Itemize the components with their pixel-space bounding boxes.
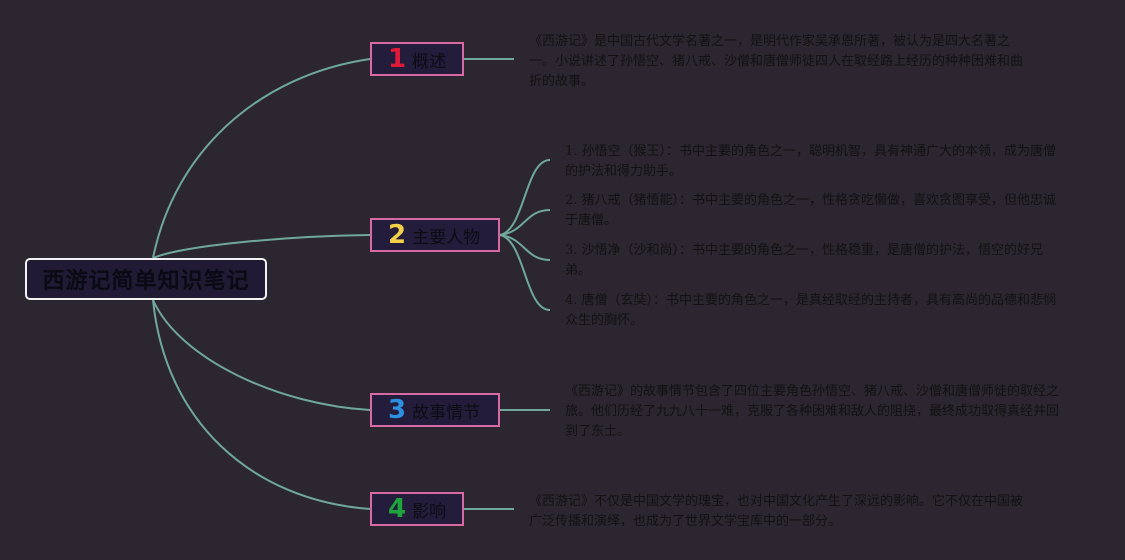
topic-label: 故事情节 — [412, 402, 481, 423]
note-overview[interactable]: 《西游记》是中国古代文学名著之一，是明代作家吴承恩所著，被认为是四大名著之一。小… — [529, 34, 1024, 89]
topic-node-plot[interactable]: 3 故事情节 — [370, 393, 500, 427]
note-plot[interactable]: 《西游记》的故事情节包含了四位主要角色孙悟空、猪八戒、沙僧和唐僧师徒的取经之旅。… — [565, 384, 1060, 439]
topic-node-overview[interactable]: 1 概述 — [370, 42, 464, 76]
note-character-tang-seng[interactable]: 4. 唐僧（玄奘）：书中主要的角色之一，是真经取经的主持者，具有高尚的品德和悲悯… — [565, 293, 1057, 328]
connector-root-topic1 — [152, 58, 371, 259]
topic-number-badge: 4 — [388, 494, 407, 524]
root-node[interactable]: 西游记简单知识笔记 — [25, 258, 267, 300]
topic-label: 影响 — [412, 501, 447, 522]
note-character-zhu-bajie[interactable]: 2. 猪八戒（猪悟能）：书中主要的角色之一，性格贪吃懒做，喜欢贪图享受，但他忠诚… — [565, 193, 1057, 228]
connector-root-topic4 — [152, 299, 371, 510]
connector-topic2-char4 — [499, 234, 551, 311]
topic-node-characters[interactable]: 2 主要人物 — [370, 218, 500, 252]
note-influence[interactable]: 《西游记》不仅是中国文学的瑰宝，也对中国文化产生了深远的影响。它不仅在中国被广泛… — [529, 494, 1024, 529]
topic-label: 主要人物 — [412, 227, 481, 248]
connector-topic2-char3 — [499, 234, 551, 261]
connector-topic2-char1 — [499, 159, 551, 236]
topic-number-badge: 3 — [388, 395, 407, 425]
connector-root-topic3 — [152, 299, 371, 411]
root-node-label: 西游记简单知识笔记 — [42, 269, 250, 294]
topic-number-badge: 2 — [388, 220, 407, 250]
connector-root-topic2 — [152, 234, 371, 259]
note-character-sha-wujing[interactable]: 3. 沙悟净（沙和尚）：书中主要的角色之一，性格稳重，是唐僧的护法，悟空的好兄弟… — [565, 243, 1044, 278]
connector-topic2-char2 — [499, 209, 551, 236]
topic-number-badge: 1 — [388, 44, 407, 74]
note-character-sun-wukong[interactable]: 1. 孙悟空（猴王）：书中主要的角色之一，聪明机智，具有神通广大的本领，成为唐僧… — [565, 144, 1057, 179]
topic-node-influence[interactable]: 4 影响 — [370, 492, 464, 526]
topic-label: 概述 — [412, 51, 447, 72]
